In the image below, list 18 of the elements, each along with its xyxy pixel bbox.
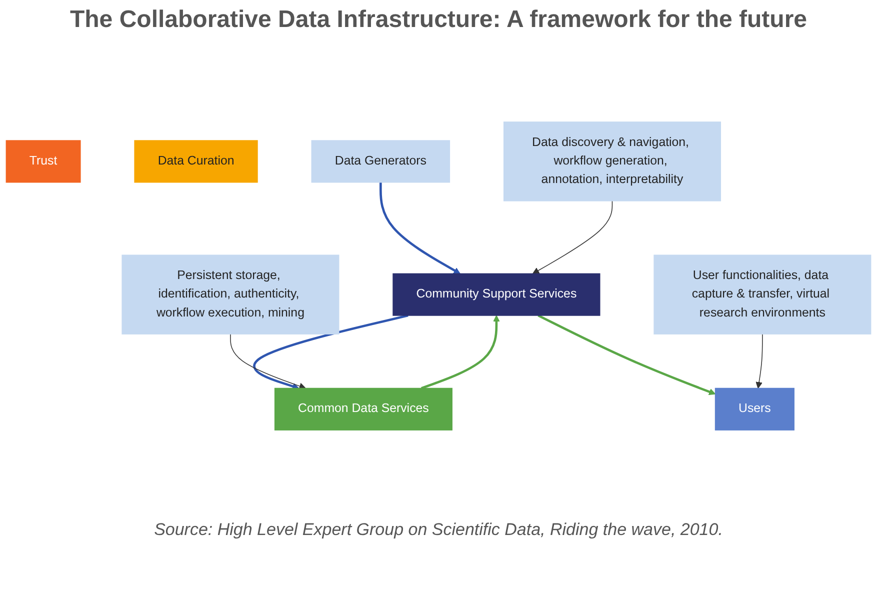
- node-box: Common Data Services: [274, 388, 452, 430]
- arrow: [253, 314, 408, 390]
- node-box: Data Curation: [134, 140, 258, 183]
- node-box: Trust: [6, 140, 81, 183]
- node-box: Users: [714, 388, 794, 430]
- node-box: Community Support Services: [392, 273, 600, 316]
- node-box: Data discovery & navigation, workflow generation, annotation, interpretability: [503, 122, 721, 202]
- node-box: User functionalities, data capture & transfer, virtual research environments: [654, 254, 872, 334]
- arrow: [230, 334, 306, 390]
- node-box: Persistent storage, identification, authenticity, workflow execution, mining: [122, 254, 340, 334]
- arrow: [532, 200, 613, 274]
- arrow: [420, 315, 500, 390]
- caption: Source: High Level Expert Group on Scientific Data, Riding the wave, 2010.: [153, 520, 724, 540]
- title: The Collaborative Data Infrastructure: A framework for the future: [68, 6, 808, 34]
- node-box: Data Generators: [311, 140, 450, 183]
- arrow: [756, 334, 763, 389]
- arrow: [380, 182, 460, 274]
- arrow: [538, 314, 716, 396]
